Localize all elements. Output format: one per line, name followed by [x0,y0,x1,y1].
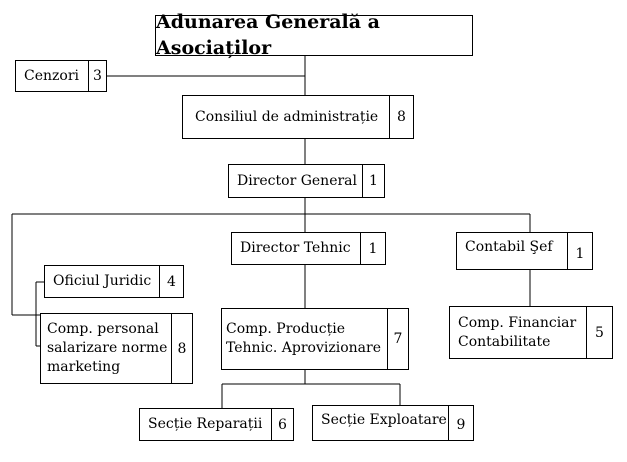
cenzori-count: 3 [88,61,106,91]
contabil-sef-label: Contabil Şef [465,238,553,255]
box-cenzori: Cenzori 3 [15,60,107,92]
title-label: Adunarea Generală a Asociaților [156,10,380,59]
comp-productie-label: Comp. Producție Tehnic. Aprovizionare [226,321,381,356]
consiliu-count: 8 [389,96,413,138]
box-contabil-sef: Contabil Şef 1 [456,232,593,270]
box-sectie-reparatii: Secție Reparații 6 [139,408,294,441]
director-tehnic-label: Director Tehnic [240,240,351,257]
sectie-reparatii-label: Secție Reparații [148,416,263,433]
director-tehnic-count: 1 [360,233,385,264]
comp-personal-label: Comp. personal salarizare norme marketin… [47,321,168,375]
consiliu-label: Consiliul de administrație [195,108,379,125]
box-consiliu: Consiliul de administrație 8 [182,95,414,139]
sectie-exploatare-count: 9 [448,406,473,440]
comp-financiar-label: Comp. Financiar Contabilitate [458,314,577,350]
box-comp-productie: Comp. Producție Tehnic. Aprovizionare 7 [221,308,409,370]
box-oficiul-juridic: Oficiul Juridic 4 [44,265,184,298]
box-director-tehnic: Director Tehnic 1 [231,232,386,265]
comp-financiar-count: 5 [586,307,612,358]
box-sectie-exploatare: Secție Exploatare 9 [312,405,474,441]
cenzori-label: Cenzori [24,67,79,84]
oficiul-juridic-label: Oficiul Juridic [53,273,152,290]
director-general-label: Director General [237,172,358,189]
oficiul-juridic-count: 4 [159,266,183,297]
box-director-general: Director General 1 [228,164,385,198]
box-comp-personal: Comp. personal salarizare norme marketin… [40,313,193,384]
comp-productie-count: 7 [387,309,408,369]
comp-personal-count: 8 [171,314,192,383]
title-box: Adunarea Generală a Asociaților [155,10,473,59]
sectie-exploatare-label: Secție Exploatare [321,411,447,428]
director-general-count: 1 [362,165,384,197]
box-comp-financiar: Comp. Financiar Contabilitate 5 [449,306,613,359]
sectie-reparatii-count: 6 [271,409,293,440]
contabil-sef-count: 1 [567,233,592,269]
